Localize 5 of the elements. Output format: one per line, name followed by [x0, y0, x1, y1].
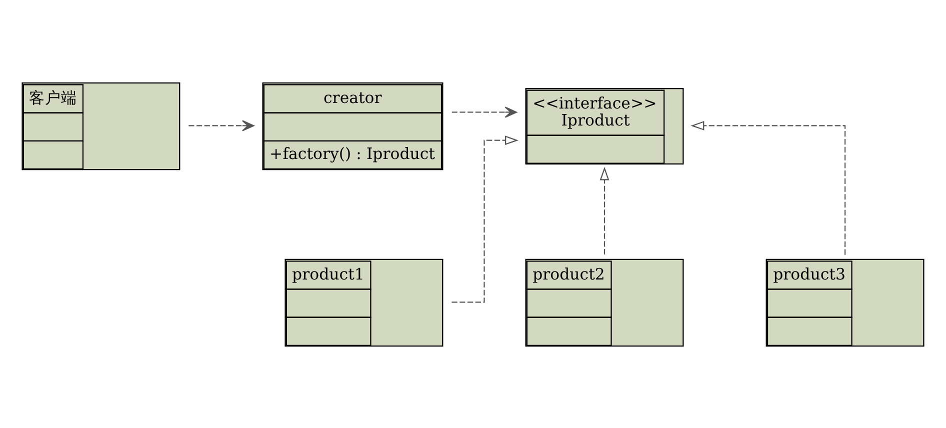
arrow [690, 120, 846, 254]
arrow [600, 166, 610, 254]
arrow [452, 135, 518, 302]
arrow [188, 120, 254, 131]
arrow [452, 106, 518, 118]
